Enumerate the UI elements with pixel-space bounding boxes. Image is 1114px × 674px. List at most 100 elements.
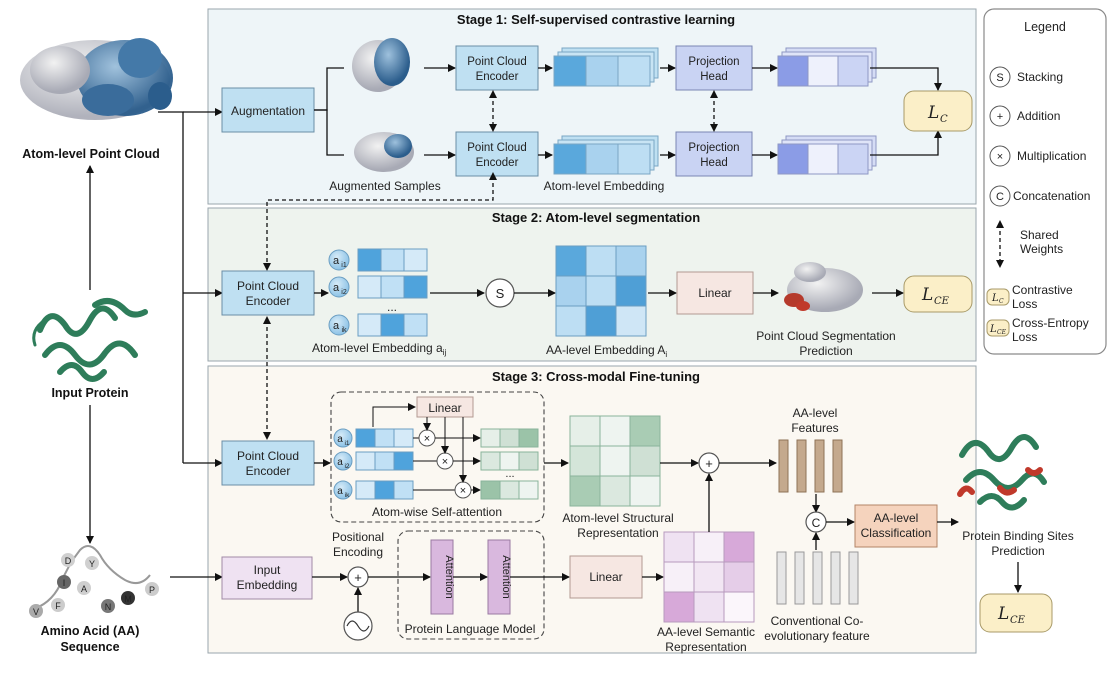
aa-embedding-label: AA-level Embedding Ai (546, 343, 667, 359)
s3-atom-2-sub: i2 (344, 463, 349, 470)
stage3-loss-box (979, 593, 1053, 633)
legend-contrastive-line2: Loss (1012, 297, 1037, 311)
classification-line1: AA-level (874, 511, 919, 525)
augmentation-box (221, 87, 315, 133)
pointcloud-trunk (158, 111, 184, 463)
s2-atom-1-sub: i1 (341, 262, 347, 269)
stage3-loss-symbol: L (997, 604, 1009, 624)
augmentation-label: Augmentation (231, 104, 305, 118)
stage3-linear-bottom-box (569, 555, 643, 599)
s2-atom-k: a (333, 320, 340, 332)
stage2-atom-row-k: a ik (328, 313, 428, 337)
legend-contrastive-line1: Contrastive (1012, 283, 1073, 297)
s3-atom-2: a (337, 457, 343, 468)
atom-embedding-label-s2: Atom-level Embedding aij (312, 341, 447, 357)
mult-op-1-symbol: × (424, 433, 430, 445)
projected-embedding-bottom (777, 135, 877, 175)
s3-atom-k: a (337, 486, 343, 497)
stage2-title: Stage 2: Atom-level segmentation (492, 210, 700, 225)
projection-top-line1: Projection (688, 56, 739, 68)
seq-letter-3: I (63, 578, 66, 588)
struct-rep-line2: Representation (577, 526, 658, 540)
seq-letter-1: D (65, 556, 72, 566)
stage2-loss-sub: CE (934, 296, 950, 307)
stage1-encoder-top (455, 45, 539, 91)
aa-embedding-matrix (555, 245, 647, 337)
seq-letter-6: M (124, 594, 132, 604)
seq-letter-4: A (81, 584, 87, 594)
binding-line1: Protein Binding Sites (962, 529, 1073, 543)
concat-op-symbol: C (812, 516, 821, 530)
stage3-loss-sub: CE (1010, 615, 1026, 626)
legend-loss-ce-sub: CE (997, 329, 1007, 336)
aa-classification-box (854, 504, 938, 548)
struct-rep-line1: Atom-level Structural (562, 511, 673, 525)
legend-symbol-1: S (996, 72, 1003, 84)
seq-letter-2: Y (89, 559, 95, 569)
sequence-label-line1: Amino Acid (AA) (41, 624, 140, 638)
legend-panel (983, 8, 1107, 355)
legend-symbol-3: × (997, 151, 1003, 163)
self-attention-frame (330, 391, 545, 523)
input-embedding-line2: Embedding (237, 578, 298, 592)
stage3-panel (207, 365, 977, 654)
legend-ce-line1: Cross-Entropy (1012, 316, 1089, 330)
augmented-samples-label: Augmented Samples (329, 179, 440, 193)
legend-contrastive-loss-icon (986, 288, 1010, 306)
projection-bottom-line1: Projection (688, 142, 739, 154)
stage2-linear-label: Linear (698, 286, 731, 300)
legend-ce-line2: Loss (1012, 330, 1037, 344)
s3-output-vectors (480, 428, 539, 500)
coevo-line2: evolutionary feature (764, 629, 870, 643)
stage2-atom-row-1: a i1 (328, 248, 428, 272)
legend-loss-c-sub: C (999, 298, 1004, 305)
point-cloud-label: Atom-level Point Cloud (22, 147, 160, 161)
segmentation-prediction-image (784, 262, 863, 312)
structural-representation-matrix (569, 415, 661, 507)
legend-symbol-4: C (996, 191, 1004, 203)
s2-atom-2-sub: i2 (341, 289, 347, 296)
legend-loss-c-symbol: L (991, 293, 999, 304)
stage1-loss-box (903, 90, 973, 132)
binding-prediction-image (957, 434, 1047, 511)
stage2-encoder-line2: Encoder (246, 294, 291, 308)
stage3-encoder-line2: Encoder (246, 464, 291, 478)
stage1-encoder-bottom-line2: Encoder (476, 157, 519, 169)
attention-2-label: Attention (500, 555, 512, 598)
seg-pred-line2: Prediction (799, 344, 852, 358)
s3-atom-1-sub: i1 (344, 440, 349, 447)
seq-letter-9: F (55, 601, 61, 611)
input-embedding-box (221, 556, 313, 600)
projection-head-bottom (675, 131, 753, 177)
atom-embedding-label-s1: Atom-level Embedding (544, 179, 665, 193)
s3-row1-vector (355, 428, 414, 448)
positional-line1: Positional (332, 530, 384, 544)
aa-features-line2: Features (791, 421, 838, 435)
stage1-embedding-bottom (553, 135, 659, 175)
aa-sequence-image: D Y I A N M P V F (29, 545, 159, 618)
stage2-encoder (221, 270, 315, 316)
input-protein-image (32, 298, 148, 382)
seg-pred-line1: Point Cloud Segmentation (756, 329, 895, 343)
stage1-panel (207, 8, 977, 205)
coevolution-bars (776, 551, 859, 605)
s2-atom-k-sub: ik (341, 327, 347, 334)
stage1-loss-sub: C (940, 114, 948, 125)
semantic-line2: Representation (665, 640, 746, 654)
semantic-representation-matrix (663, 531, 755, 623)
projection-head-top (675, 45, 753, 91)
stage3-encoder (221, 440, 315, 486)
stage2-loss-symbol: L (921, 285, 933, 305)
mult-op-2-symbol: × (442, 456, 448, 468)
stage3-linear-top-label: Linear (428, 401, 461, 415)
s3-atom-k-sub: ik (345, 492, 350, 499)
projection-top-line2: Head (700, 71, 728, 83)
sequence-label-line2: Sequence (60, 640, 119, 654)
augmented-sample-1 (352, 38, 410, 92)
stage2-encoder-line1: Point Cloud (237, 279, 299, 293)
stage1-encoder-bottom-line1: Point Cloud (467, 142, 526, 154)
legend-title: Legend (1024, 20, 1066, 34)
legend-ce-loss-icon (986, 319, 1010, 337)
s3-row2-vector (355, 451, 414, 471)
stage1-encoder-top-line2: Encoder (476, 71, 519, 83)
